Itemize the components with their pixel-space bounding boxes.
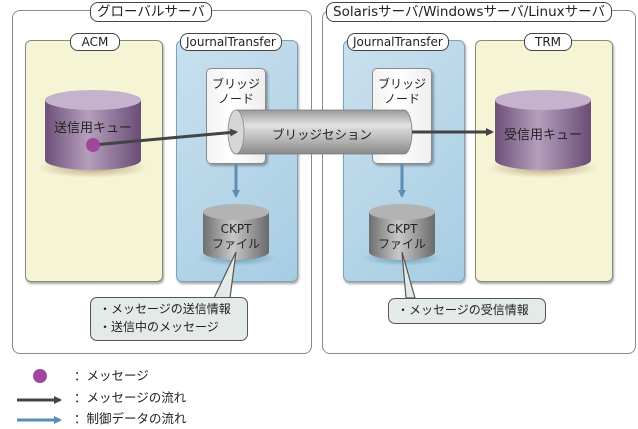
global-server-label: グローバルサーバ — [90, 2, 212, 22]
ckpt-file-left-cylinder — [196, 204, 276, 266]
receive-queue-label: 受信用キュー — [503, 128, 582, 143]
bridge-node-right-line1: ブリッジ — [377, 77, 426, 91]
legend-message-flow-text: ：メッセージの流れ — [74, 390, 187, 405]
jt-left-label: JournalTransfer — [180, 33, 282, 51]
send-queue-label: 送信用キュー — [53, 121, 132, 136]
bridge-node-right-line2: ノード — [383, 92, 420, 106]
callout-right-line1: ・メッセージの受信情報 — [397, 303, 529, 317]
ckpt-left-label: CKPT ファイル — [203, 222, 269, 252]
callout-left-line1: ・メッセージの送信情報 — [99, 302, 231, 316]
acm-label: ACM — [70, 33, 120, 51]
message-flow-arrow-in — [92, 128, 238, 147]
open-server-label: Solarisサーバ/Windowsサーバ/Linuxサーバ — [326, 2, 613, 22]
ckpt-right-line1: CKPT — [386, 222, 418, 236]
callout-right: ・メッセージの受信情報 — [388, 298, 546, 324]
bridge-session-pipe — [227, 109, 413, 155]
bridge-node-left-line1: ブリッジ — [211, 77, 260, 91]
ckpt-left-line2: ファイル — [211, 237, 260, 251]
ckpt-right-label: CKPT ファイル — [369, 222, 435, 252]
callout-left-line2: ・送信中のメッセージ — [99, 320, 219, 334]
callout-left: ・メッセージの送信情報 ・送信中のメッセージ — [90, 297, 248, 341]
legend-message-dot — [33, 369, 47, 383]
jt-right-label: JournalTransfer — [347, 33, 449, 51]
bridge-session-label: ブリッジセション — [272, 127, 373, 142]
receive-queue-cylinder — [487, 90, 599, 178]
ckpt-file-right-cylinder — [362, 204, 442, 266]
legend-message-text: ：メッセージ — [74, 368, 149, 383]
bridge-node-left-line2: ノード — [217, 92, 254, 106]
ckpt-left-line1: CKPT — [220, 222, 252, 236]
ckpt-right-line2: ファイル — [377, 237, 426, 251]
legend-control-flow-text: ：制御データの流れ — [74, 411, 187, 426]
message-dot — [86, 138, 100, 152]
send-queue-cylinder — [37, 90, 149, 178]
trm-label: TRM — [524, 33, 572, 51]
